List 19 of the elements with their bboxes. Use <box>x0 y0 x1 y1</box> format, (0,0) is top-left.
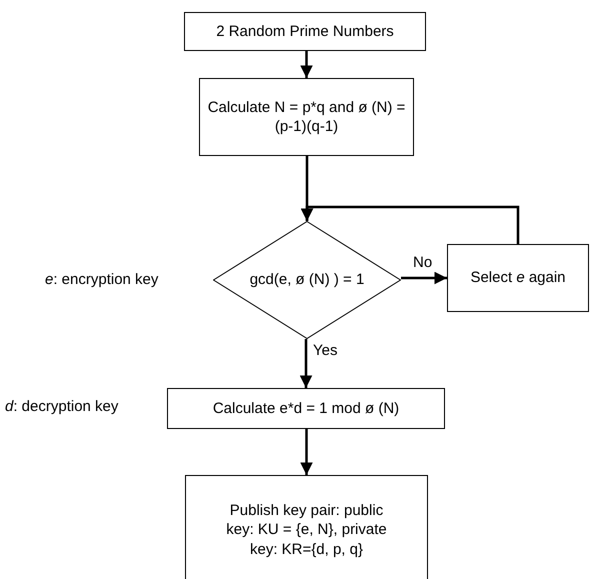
process-box <box>185 475 428 579</box>
condition-text: gcd(e, ø (N) ) = 1 <box>248 270 366 290</box>
arrow <box>300 339 312 388</box>
decision-diamond <box>213 221 401 339</box>
process-box <box>199 78 414 156</box>
arrow <box>300 206 520 244</box>
step-text: Select e again <box>469 268 567 288</box>
arrow <box>300 429 313 475</box>
process-box <box>184 12 426 51</box>
process-box <box>167 388 445 429</box>
arrow <box>300 51 313 78</box>
annotation-text: d: decryption key <box>5 398 118 415</box>
arrow <box>401 272 447 284</box>
step-text: Publish key pair: public key: KU = {e, N}, private key: KR={d, p, q} <box>225 500 388 560</box>
step-text: 2 Random Prime Numbers <box>215 22 395 42</box>
process-box <box>447 244 589 312</box>
step-text: Calculate N = p*q and ø (N) = (p-1)(q-1) <box>206 98 406 136</box>
step-text: Calculate e*d = 1 mod ø (N) <box>212 398 400 418</box>
annotation-text: e: encryption key <box>45 271 158 288</box>
